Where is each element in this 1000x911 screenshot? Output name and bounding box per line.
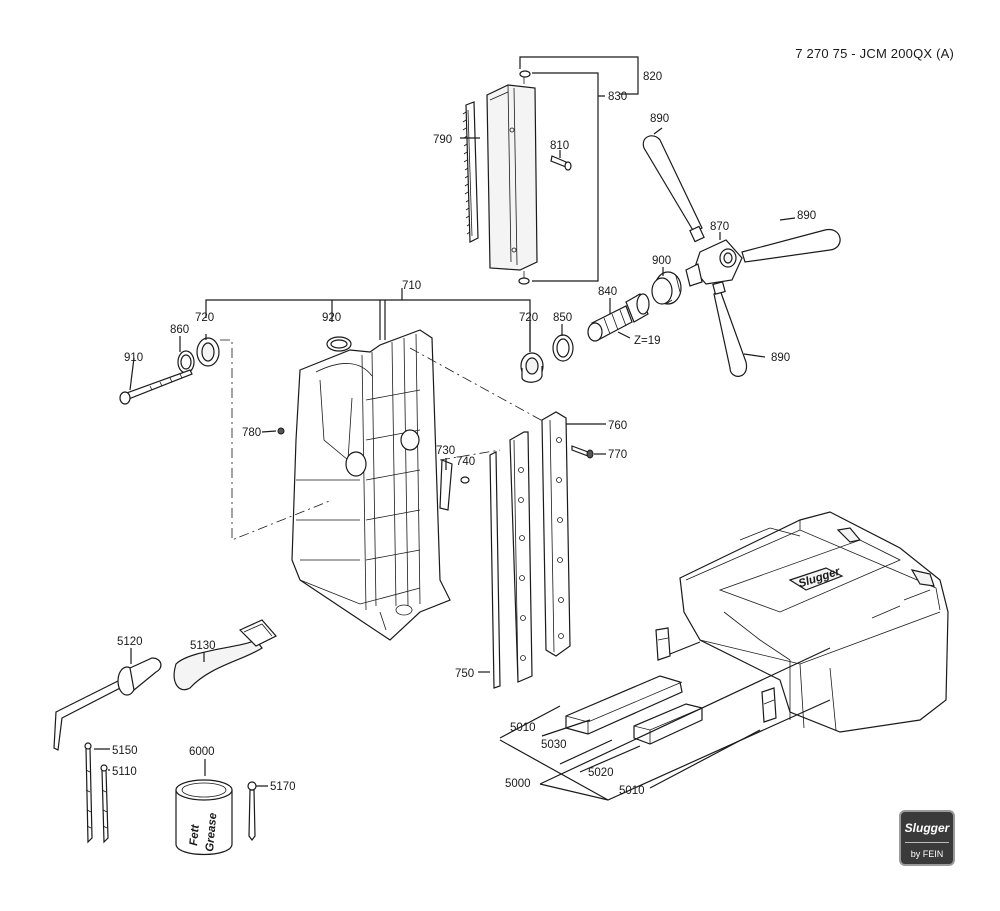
- label-890-right: 890: [797, 210, 816, 222]
- slide-830: [486, 84, 538, 271]
- main-frame: [291, 329, 451, 641]
- leaders-accessories: [94, 648, 268, 787]
- tool-5120: [53, 657, 162, 751]
- label-730: 730: [436, 445, 455, 457]
- ring-900: [651, 271, 682, 305]
- bracket-830: [532, 72, 605, 282]
- rod-5110: [100, 764, 109, 844]
- logo-sub: by FEIN: [910, 849, 944, 859]
- slugger-by-fein-logo: Slugger by FEIN: [899, 810, 955, 866]
- bushing-720-right: [520, 352, 544, 383]
- leader-z19: [617, 331, 631, 339]
- handle-890-bottom: [712, 281, 748, 377]
- screw-810: [550, 155, 572, 171]
- rail-760: [541, 411, 571, 657]
- label-5020: 5020: [588, 767, 614, 779]
- label-890-top: 890: [650, 113, 669, 125]
- label-5150: 5150: [112, 745, 138, 757]
- label-720-right: 720: [519, 312, 538, 324]
- bracket-710: [205, 299, 531, 352]
- ring-860: [177, 350, 195, 374]
- label-5120: 5120: [117, 636, 143, 648]
- assembly-centerlines: [220, 339, 551, 541]
- logo-brand: Slugger: [904, 821, 950, 835]
- bracket-820: [519, 56, 639, 95]
- label-850: 850: [553, 312, 572, 324]
- carry-case: [679, 511, 949, 733]
- ring-920: [326, 336, 352, 352]
- strap-5130: [173, 619, 277, 691]
- label-5110: 5110: [112, 766, 137, 778]
- label-900: 900: [652, 255, 671, 267]
- hub-870: [685, 239, 743, 287]
- label-5010-left: 5010: [510, 722, 536, 734]
- handle-890-right: [741, 229, 841, 263]
- label-770: 770: [608, 449, 627, 461]
- label-810: 810: [550, 140, 569, 152]
- leaders-case: [499, 641, 761, 801]
- label-870: 870: [710, 221, 729, 233]
- label-5010-right: 5010: [619, 785, 645, 797]
- label-840: 840: [598, 286, 617, 298]
- label-780: 780: [242, 427, 261, 439]
- label-860: 860: [170, 324, 189, 336]
- label-740: 740: [456, 456, 475, 468]
- handle-890-top: [642, 135, 705, 243]
- screw-780: [277, 427, 285, 435]
- pinion-shaft-840: [587, 293, 650, 342]
- leader-890-top: [653, 127, 663, 135]
- rod-5150: [84, 742, 93, 844]
- label-790: 790: [433, 134, 452, 146]
- bolt-910: [119, 369, 193, 405]
- latch-5010-right: [761, 687, 777, 723]
- leader-780: [261, 430, 277, 433]
- leader-890-right: [779, 217, 796, 221]
- label-820: 820: [643, 71, 662, 83]
- grease-can-label-2: Grease: [204, 812, 219, 853]
- ring-850: [552, 334, 574, 362]
- label-750: 750: [455, 668, 474, 680]
- leader-890-bottom: [743, 353, 766, 358]
- grease-can-6000: Fett Grease: [175, 779, 233, 856]
- clip-730: [439, 459, 453, 511]
- document-title: 7 270 75 - JCM 200QX (A): [795, 46, 954, 61]
- grease-can-label-1: Fett: [188, 823, 202, 846]
- screw-820-top: [519, 70, 531, 84]
- leader-910: [129, 357, 135, 391]
- screw-740: [460, 476, 470, 484]
- screw-770: [571, 445, 594, 459]
- label-z19: Z=19: [634, 335, 661, 347]
- label-920: 920: [322, 312, 341, 324]
- pin-5170: [247, 781, 257, 841]
- label-890-bottom: 890: [771, 352, 790, 364]
- rail-left-channel: [509, 431, 533, 683]
- bushing-720-left: [196, 337, 220, 367]
- logo-divider: [905, 842, 949, 843]
- rack-790: [462, 101, 479, 243]
- label-910: 910: [124, 352, 143, 364]
- label-710: 710: [402, 280, 421, 292]
- rail-750: [489, 451, 501, 689]
- label-6000: 6000: [189, 746, 215, 758]
- label-5130: 5130: [190, 640, 216, 652]
- label-720-left: 720: [195, 312, 214, 324]
- label-5170: 5170: [270, 781, 296, 793]
- label-830: 830: [608, 91, 627, 103]
- screw-820-bottom: [518, 271, 530, 285]
- label-5030: 5030: [541, 739, 567, 751]
- latch-5010-left: [655, 627, 671, 661]
- label-5000: 5000: [505, 778, 531, 790]
- label-760: 760: [608, 420, 627, 432]
